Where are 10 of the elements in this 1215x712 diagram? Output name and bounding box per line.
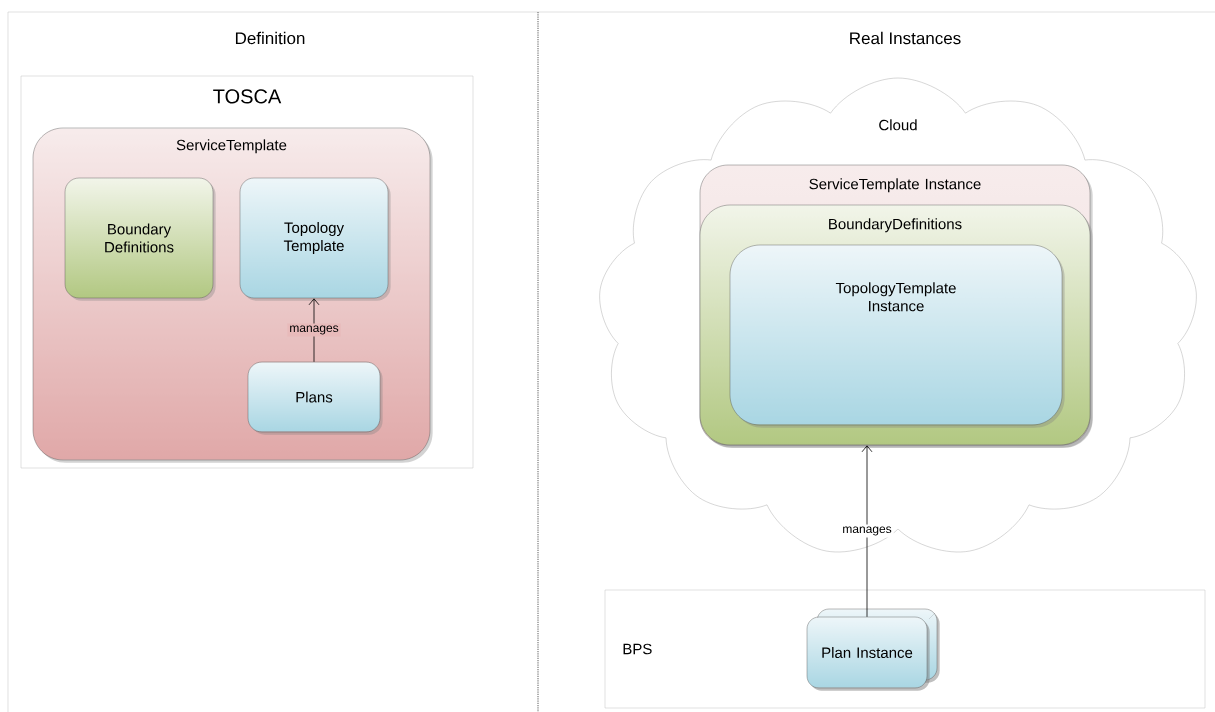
edge-label: manages xyxy=(840,524,894,538)
arrow xyxy=(861,445,873,618)
rounded-box: Plans xyxy=(247,361,383,435)
panel-title: Definition xyxy=(235,31,305,45)
panel-title: Real Instances xyxy=(850,31,961,45)
arrow xyxy=(308,298,320,363)
rounded-box: Topology Template xyxy=(239,177,391,301)
stacked-box: Plan Instance xyxy=(806,608,940,691)
rounded-box: Boundary Definitions xyxy=(64,177,216,301)
rounded-box: TopologyTemplate Instance xyxy=(729,244,1065,428)
